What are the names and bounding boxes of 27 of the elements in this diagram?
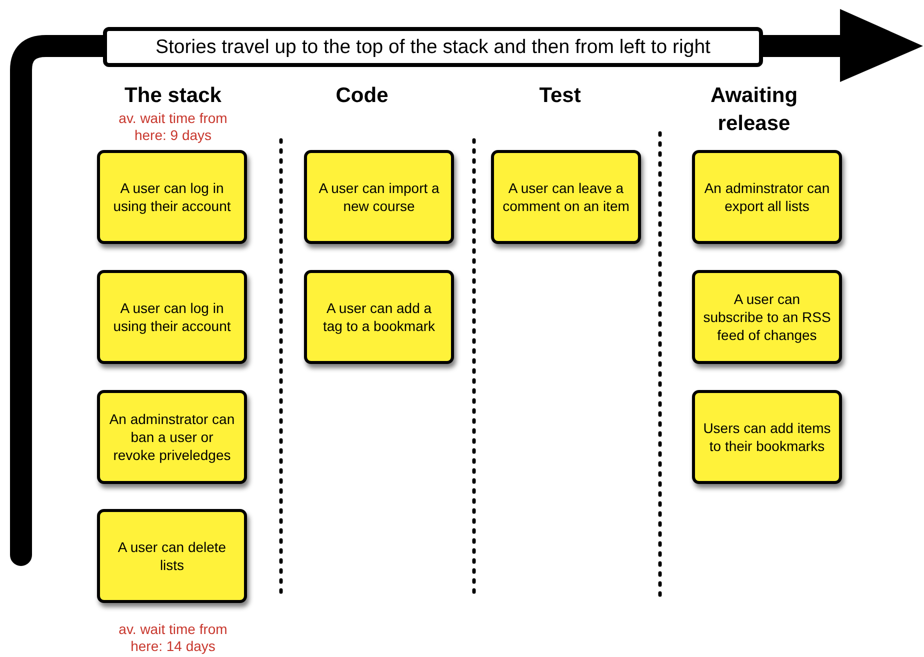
story-card — [97, 150, 247, 244]
column-heading: Test — [538, 83, 582, 109]
story-card — [97, 509, 247, 603]
story-card — [692, 150, 842, 244]
column-heading: The stack — [124, 83, 222, 109]
banner-text: Stories travel up to the top of the stack and then from left to right — [156, 36, 710, 58]
story-text: A user can log in using their account — [112, 299, 232, 335]
story-text: A user can subscribe to an RSS feed of changes — [703, 290, 831, 344]
story-text: An adminstrator can ban a user or revoke priveledges — [108, 410, 236, 464]
story-text: Users can add items to their bookmarks — [703, 419, 831, 455]
story-text: A user can import a new course — [318, 179, 440, 215]
story-card — [304, 270, 454, 364]
story-card — [304, 150, 454, 244]
column-heading: Code — [334, 83, 390, 109]
story-card — [97, 390, 247, 484]
story-text: A user can add a tag to a bookmark — [322, 299, 436, 335]
story-text: An adminstrator can export all lists — [703, 179, 831, 215]
story-text: A user can delete lists — [116, 538, 228, 574]
story-card — [692, 270, 842, 364]
wait-time-note: av. wait time from here: 14 days — [118, 621, 228, 655]
wait-time-note: av. wait time from here: 9 days — [118, 110, 228, 144]
story-card — [692, 390, 842, 484]
column-heading: Awaiting release — [709, 83, 799, 137]
story-text: A user can log in using their account — [112, 179, 232, 215]
story-text: A user can leave a comment on an item — [502, 179, 630, 215]
story-card — [97, 270, 247, 364]
story-card — [491, 150, 641, 244]
